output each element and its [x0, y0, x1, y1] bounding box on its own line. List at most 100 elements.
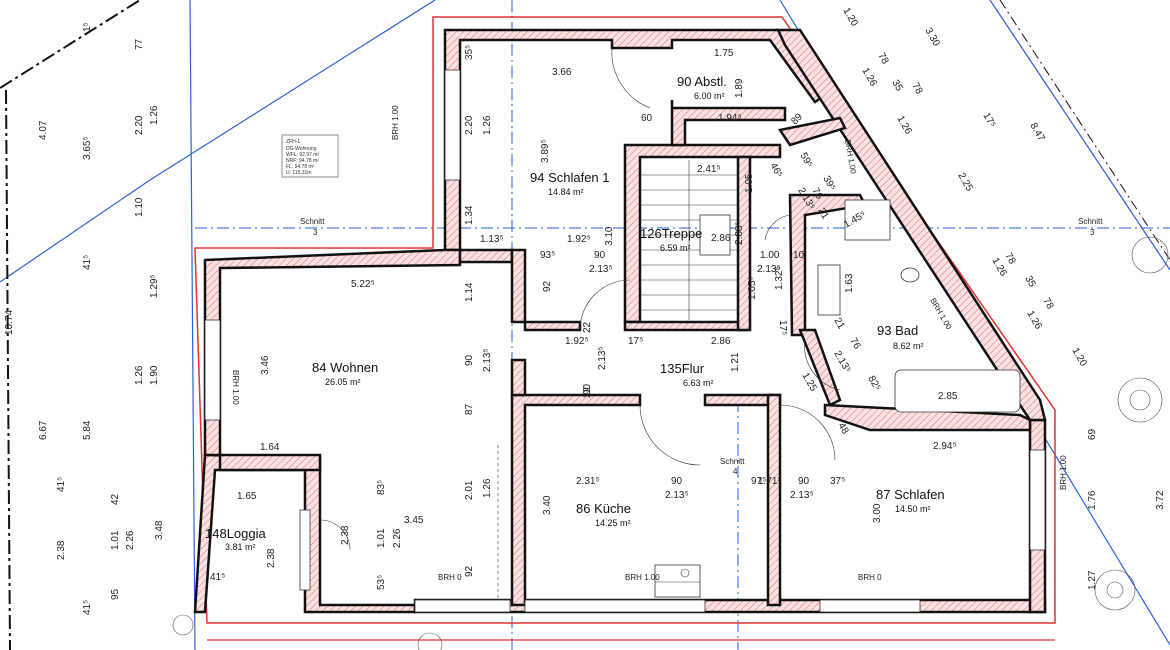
brh-labels: BRH 1.00 BRH 0 BRH 0 BRH 1.00 BRH 1.00 B… [231, 105, 1068, 582]
room-loggia-area: 3.81 m² [225, 542, 256, 552]
dim-42: 42 [110, 493, 121, 505]
dim-76a: 76 [809, 186, 824, 202]
brh-wohnen-window: BRH 1.00 [231, 370, 240, 405]
dim-192b: 1.92⁵ [565, 336, 589, 347]
dim-415-loggia: 41⁵ [210, 572, 225, 583]
dim-584: 5.84 [82, 420, 93, 440]
dim-17a: 17⁵ [628, 336, 643, 347]
dim-213v: 2.13⁵ [597, 346, 608, 370]
info-line-1: ZFH-1 [286, 139, 300, 145]
dim-132: 1.32⁵ [774, 266, 785, 290]
dim-126e: 1.26 [859, 66, 878, 89]
dim-238c: 2.38 [56, 540, 67, 560]
dim-165: 1.65 [237, 491, 257, 502]
dim-78a: 78 [875, 51, 890, 67]
dim-17c: 17⁵ [777, 320, 788, 335]
dim-35b: 35 [1022, 274, 1037, 290]
dim-83: 83⁵ [376, 480, 387, 495]
room-schlafen-name: 87 Schlafen [876, 487, 945, 502]
room-wohnen-name: 84 Wohnen [312, 360, 378, 375]
dim-355: 35⁵ [464, 45, 475, 60]
dim-101a: 1.01 [376, 528, 387, 548]
info-box: ZFH-1 DG-Wohnung WFL: 92.97 m² NRF: 94.7… [281, 134, 339, 178]
dim-1055: 1.05⁵ [747, 276, 758, 300]
dim-90b: 90 [671, 476, 683, 487]
dim-667: 6.67 [38, 420, 49, 440]
dim-713: 1.71⁵ [758, 476, 782, 487]
dim-134: 1.34 [464, 205, 475, 225]
section-number-left: 3 [313, 228, 318, 237]
dim-415b: 41⁵ [56, 477, 67, 492]
dim-110: 1.10 [134, 197, 145, 217]
room-flur-name: 135Flur [660, 361, 705, 376]
room-abstl-area: 6.00 m² [694, 91, 725, 101]
dim-37: 37⁵ [830, 476, 845, 487]
dim-95: 95 [110, 588, 121, 600]
dim-300: 3.00 [872, 503, 883, 523]
room-kueche-name: 86 Küche [576, 501, 631, 516]
room-treppe-name: 126Treppe [640, 226, 702, 241]
room-kueche-area: 14.25 m² [595, 518, 631, 528]
trees [172, 236, 1169, 650]
dim-90v: 90 [464, 354, 475, 366]
dim-294: 2.94⁵ [933, 441, 957, 452]
dim-78d: 78 [1040, 296, 1055, 312]
section-number-right: 3 [1090, 228, 1095, 237]
dim-176: 1.76 [1087, 490, 1098, 510]
dim-225: 2.25 [955, 171, 974, 194]
dim-348: 3.48 [154, 520, 165, 540]
dim-126f: 1.26 [894, 114, 913, 137]
section-label-left: Schnitt [300, 217, 325, 226]
dim-120b: 1.20 [1069, 346, 1088, 369]
dim-192: 1.92⁵ [567, 234, 591, 245]
room-bad-area: 8.62 m² [893, 341, 924, 351]
brh-schlafen-window: BRH 1.00 [1059, 455, 1068, 490]
dim-126a: 1.26 [482, 115, 493, 135]
dim-286a: 2.86 [711, 233, 731, 244]
dim-241: 2.41⁵ [697, 164, 721, 175]
dim-90c: 90 [798, 476, 810, 487]
dim-372: 3.72 [1155, 490, 1166, 510]
room-schlafen1-name: 94 Schlafen 1 [530, 170, 610, 185]
room-bad-name: 93 Bad [877, 323, 918, 338]
dim-46: 46⁵ [767, 161, 784, 180]
fixtures [497, 199, 1021, 600]
dim-231: 2.31⁵ [576, 476, 600, 487]
dim-522: 5.22⁵ [351, 279, 375, 290]
dim-90w: 90 [582, 383, 593, 395]
dim-100: 1.00 [760, 250, 780, 261]
dim-1945: 1.94⁵ [718, 113, 742, 124]
dim-121: 1.21 [730, 352, 741, 372]
windows [204, 69, 1046, 613]
brh-kueche: BRH 1.00 [625, 573, 660, 582]
dim-346: 3.46 [260, 355, 271, 375]
room-labels: 84 Wohnen 26.05 m² 94 Schlafen 1 14.84 m… [205, 74, 945, 552]
dim-129: 1.29⁵ [149, 274, 160, 298]
dim-105: 1.05 [744, 173, 755, 193]
dim-389: 3.89⁵ [540, 139, 551, 163]
dim-213a: 2.13⁵ [589, 264, 613, 275]
dim-238a: 2.38 [340, 525, 351, 545]
dim-77: 77 [134, 38, 145, 50]
dim-163: 1.63 [844, 273, 855, 293]
dim-415a: 41⁵ [82, 255, 93, 270]
dim-48: 48 [835, 421, 850, 437]
dim-201: 2.01 [464, 480, 475, 500]
dim-407: 4.07 [38, 120, 49, 140]
dim-78c: 78 [1002, 251, 1017, 267]
dim-365: 3.65⁵ [82, 136, 93, 160]
room-abstl-name: 90 Abstl. [677, 74, 727, 89]
dim-69: 69 [1087, 428, 1098, 440]
dimensions-horizontal: 3.66 1.75 60 1.94⁵ 1.13⁵ 1.92⁵ 2.41⁵ 2.8… [210, 48, 958, 583]
dim-213c: 2.13⁵ [665, 490, 689, 501]
dim-15: 1⁵ [82, 22, 93, 32]
brh-schlafen: BRH 0 [858, 573, 882, 582]
dim-310: 3.10 [604, 226, 615, 246]
dim-189: 1.89 [734, 78, 745, 98]
section-label-4: Schnitt [720, 457, 745, 466]
dim-1074: 10.74 [4, 310, 15, 335]
dim-120a: 1.20 [840, 6, 859, 29]
info-line-4: NRF: 94.78 m² [286, 158, 319, 164]
room-wohnen-area: 26.05 m² [325, 377, 361, 387]
